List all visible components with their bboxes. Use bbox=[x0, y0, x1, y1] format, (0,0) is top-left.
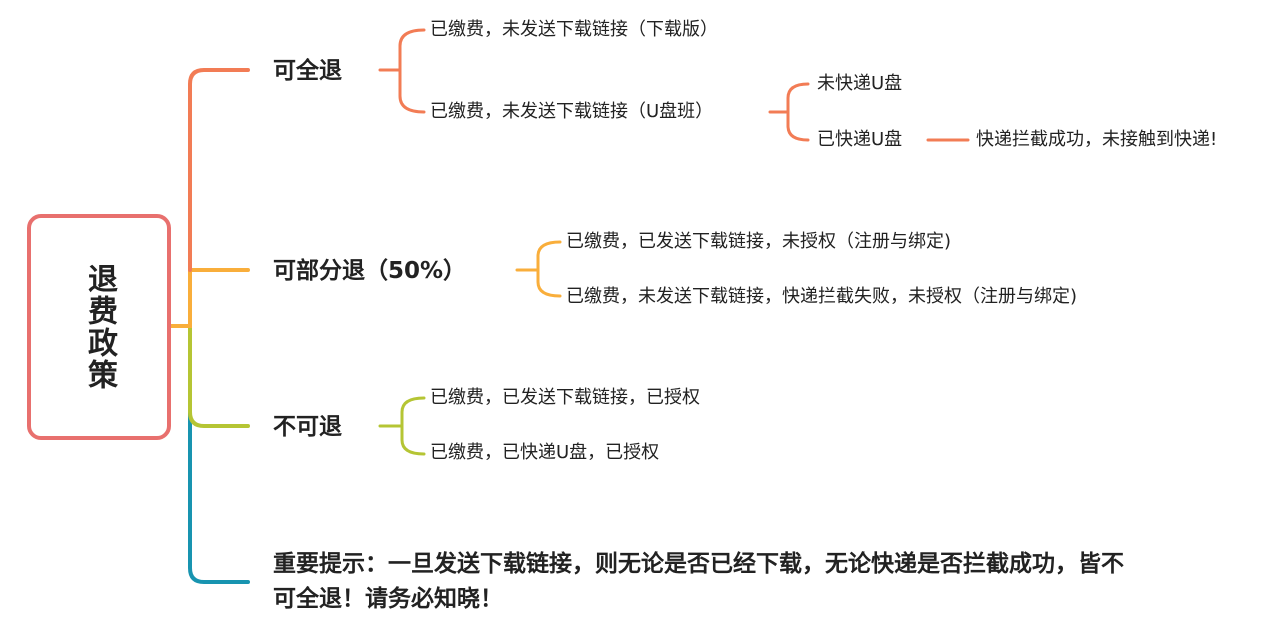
branch-no-refund[interactable]: 不可退 bbox=[273, 414, 342, 440]
root-title: 退费政策 bbox=[82, 263, 117, 391]
shipped-detail[interactable]: 快递拦截成功，未接触到快递! bbox=[976, 129, 1218, 150]
full-item-usb[interactable]: 已缴费，未发送下载链接（U盘班） bbox=[430, 101, 714, 122]
connector-none-brace bbox=[400, 396, 426, 456]
branch-partial-refund[interactable]: 可部分退（50%） bbox=[273, 258, 467, 284]
partial-item-2[interactable]: 已缴费，未发送下载链接，快递拦截失败，未授权（注册与绑定) bbox=[566, 286, 1078, 307]
root-node[interactable]: 退费政策 bbox=[27, 214, 171, 440]
connector-full-brace bbox=[398, 28, 426, 114]
full-item-download[interactable]: 已缴费，未发送下载链接（下载版） bbox=[430, 19, 718, 40]
branch-full-refund[interactable]: 可全退 bbox=[273, 58, 342, 84]
important-tip[interactable]: 重要提示：一旦发送下载链接，则无论是否已经下载，无论快递是否拦截成功，皆不可全退… bbox=[273, 551, 1124, 612]
none-item-2[interactable]: 已缴费，已快递U盘，已授权 bbox=[430, 442, 660, 463]
connector-partial-brace bbox=[536, 240, 562, 298]
connector-none bbox=[188, 324, 250, 428]
none-item-1[interactable]: 已缴费，已发送下载链接，已授权 bbox=[430, 387, 700, 408]
connector-partial bbox=[169, 268, 250, 328]
connector-usb-brace bbox=[786, 82, 810, 142]
partial-item-1[interactable]: 已缴费，已发送下载链接，未授权（注册与绑定) bbox=[566, 231, 952, 252]
connector-tip bbox=[169, 324, 250, 584]
usb-item-not-shipped[interactable]: 未快递U盘 bbox=[817, 73, 903, 94]
connector-full bbox=[188, 68, 250, 272]
usb-item-shipped[interactable]: 已快递U盘 bbox=[817, 129, 903, 150]
